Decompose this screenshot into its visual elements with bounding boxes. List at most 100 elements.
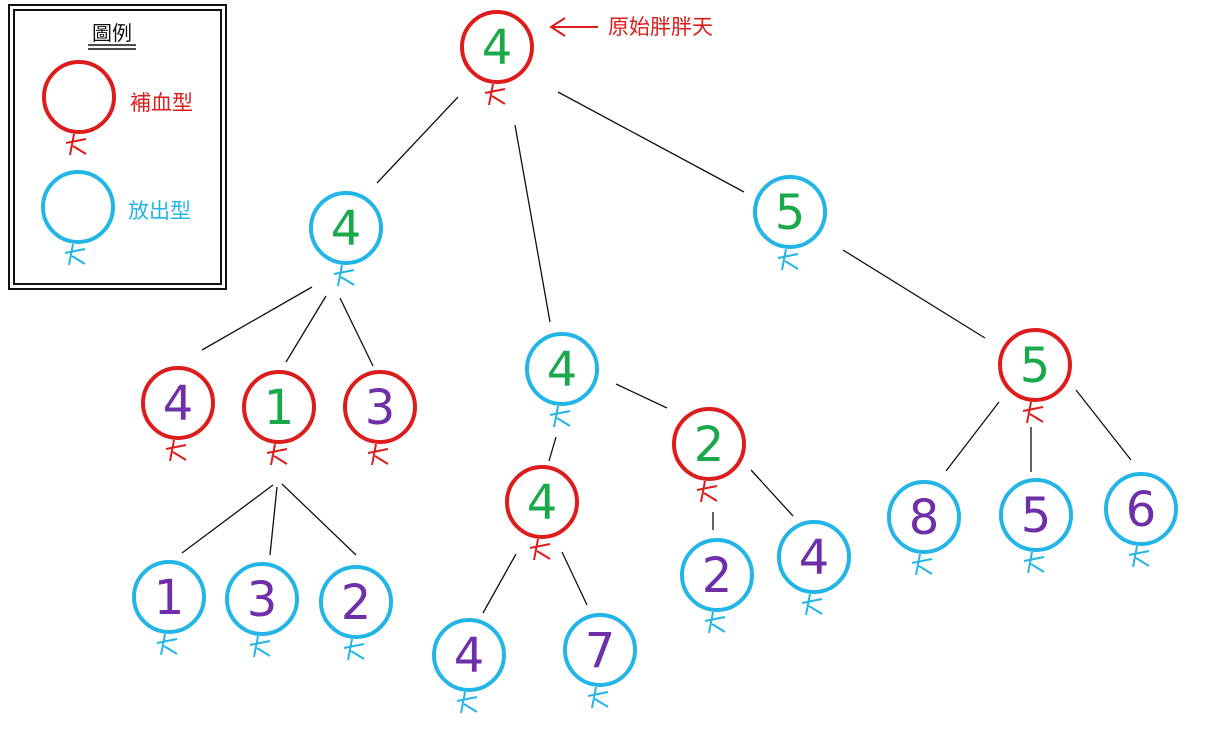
stick-figure-icon bbox=[777, 248, 799, 271]
stick-figure-icon bbox=[801, 593, 823, 616]
tree-node-b1b: 7 bbox=[563, 613, 637, 709]
node-value: 4 bbox=[527, 475, 558, 531]
legend-label-heal: 補血型 bbox=[130, 91, 193, 115]
tree-node-a1: 4 bbox=[141, 366, 215, 462]
node-value: 6 bbox=[1126, 482, 1157, 538]
stick-figure-icon bbox=[367, 443, 389, 466]
tree-edge-root-b bbox=[514, 124, 551, 323]
blue-node-circle bbox=[132, 560, 206, 634]
red-node-circle bbox=[242, 370, 316, 444]
legend-inner-border bbox=[13, 9, 222, 285]
tree-edge-c1-c1c bbox=[1075, 389, 1132, 461]
red-node-circle bbox=[343, 370, 417, 444]
tree-edge-a2-a2a bbox=[181, 484, 274, 554]
stick-figure-icon bbox=[549, 405, 571, 428]
legend-label-emit: 放出型 bbox=[128, 199, 191, 223]
tree-edge-c-c1 bbox=[842, 249, 986, 339]
blue-node-circle bbox=[753, 175, 827, 249]
stick-figure-icon bbox=[266, 443, 288, 466]
tree-edge-a-a3 bbox=[339, 297, 374, 367]
tree-node-b2: 2 bbox=[672, 407, 746, 503]
node-value: 4 bbox=[163, 376, 194, 432]
tree-node-c: 5 bbox=[753, 175, 827, 271]
tree-edge-a-a2 bbox=[285, 295, 327, 363]
legend-item-heal: 補血型 bbox=[42, 60, 193, 156]
stick-figure-icon bbox=[333, 264, 355, 287]
legend-title: 圖例 bbox=[92, 21, 132, 45]
tree-node-c1: 5 bbox=[998, 328, 1072, 424]
stick-figure-icon bbox=[704, 611, 726, 634]
node-value: 8 bbox=[909, 490, 940, 546]
stick-figure-icon bbox=[911, 553, 933, 576]
stick-figure-icon bbox=[249, 635, 271, 658]
tree-edge-a2-a2c bbox=[281, 483, 357, 556]
tree-node-b2a: 2 bbox=[680, 538, 754, 634]
blue-node-circle bbox=[309, 191, 383, 265]
tree-edge-root-c bbox=[557, 91, 745, 193]
stick-figure-icon bbox=[456, 691, 478, 714]
node-value: 2 bbox=[702, 548, 733, 604]
tree-node-a: 4 bbox=[309, 191, 383, 287]
blue-node-circle bbox=[680, 538, 754, 612]
blue-node-circle bbox=[563, 613, 637, 687]
tree-edge-b-b2 bbox=[615, 383, 668, 409]
heal-stick-figure-icon bbox=[65, 133, 87, 156]
node-value: 3 bbox=[365, 380, 396, 436]
red-node-circle bbox=[505, 465, 579, 539]
tree-node-b2b: 4 bbox=[777, 520, 851, 616]
node-value: 4 bbox=[547, 342, 578, 398]
stick-figure-icon bbox=[696, 480, 718, 503]
stick-figure-icon bbox=[1023, 551, 1045, 574]
node-value: 7 bbox=[585, 623, 616, 679]
tree-edge-b2-b2b bbox=[750, 469, 794, 517]
tree-node-a3: 3 bbox=[343, 370, 417, 466]
red-circle-icon bbox=[42, 60, 116, 134]
blue-circle-icon bbox=[41, 170, 115, 244]
node-value: 3 bbox=[247, 572, 278, 628]
legend-item-emit: 放出型 bbox=[41, 170, 191, 266]
red-node-circle bbox=[141, 366, 215, 440]
legend: 圖例 補血型 放出型 bbox=[8, 4, 227, 290]
node-value: 4 bbox=[454, 628, 485, 684]
tree-edge-a2-a2b bbox=[269, 486, 278, 556]
tree-node-b1: 4 bbox=[505, 465, 579, 561]
stick-figure-icon bbox=[156, 633, 178, 656]
tree-node-a2: 1 bbox=[242, 370, 316, 466]
node-value: 4 bbox=[482, 20, 513, 76]
blue-node-circle bbox=[1104, 472, 1178, 546]
blue-node-circle bbox=[525, 332, 599, 406]
node-value: 1 bbox=[154, 570, 185, 626]
tree-node-a2a: 1 bbox=[132, 560, 206, 656]
tree-node-b: 4 bbox=[525, 332, 599, 428]
stick-figure-icon bbox=[484, 83, 506, 106]
tree-node-root: 4 bbox=[460, 10, 534, 106]
left-arrow-icon bbox=[549, 17, 598, 37]
red-node-circle bbox=[460, 10, 534, 84]
tree-node-c1c: 6 bbox=[1104, 472, 1178, 568]
stick-figure-icon bbox=[1022, 401, 1044, 424]
annotation-text: 原始胖胖天 bbox=[608, 15, 713, 39]
stick-figure-icon bbox=[343, 638, 365, 661]
tree-edge-b-b1 bbox=[548, 436, 557, 462]
tree-edge-c1-c1a bbox=[945, 401, 1000, 472]
tree-edge-b1-b1a bbox=[482, 553, 517, 614]
stick-figure-icon bbox=[587, 686, 609, 709]
stick-figure-icon bbox=[1128, 545, 1150, 568]
tree-node-c1b: 5 bbox=[999, 478, 1073, 574]
blue-node-circle bbox=[319, 565, 393, 639]
tree-edges bbox=[181, 91, 1132, 614]
blue-node-circle bbox=[887, 480, 961, 554]
node-value: 1 bbox=[264, 380, 295, 436]
tree-edge-root-a bbox=[376, 96, 459, 184]
tree-node-c1a: 8 bbox=[887, 480, 961, 576]
tree-node-b1a: 4 bbox=[432, 618, 506, 714]
blue-node-circle bbox=[777, 520, 851, 594]
red-node-circle bbox=[998, 328, 1072, 402]
emit-stick-figure-icon bbox=[64, 243, 86, 266]
blue-node-circle bbox=[999, 478, 1073, 552]
blue-node-circle bbox=[432, 618, 506, 692]
tree-edge-a-a1 bbox=[201, 286, 313, 351]
tree-edge-b1-b1b bbox=[561, 551, 588, 606]
